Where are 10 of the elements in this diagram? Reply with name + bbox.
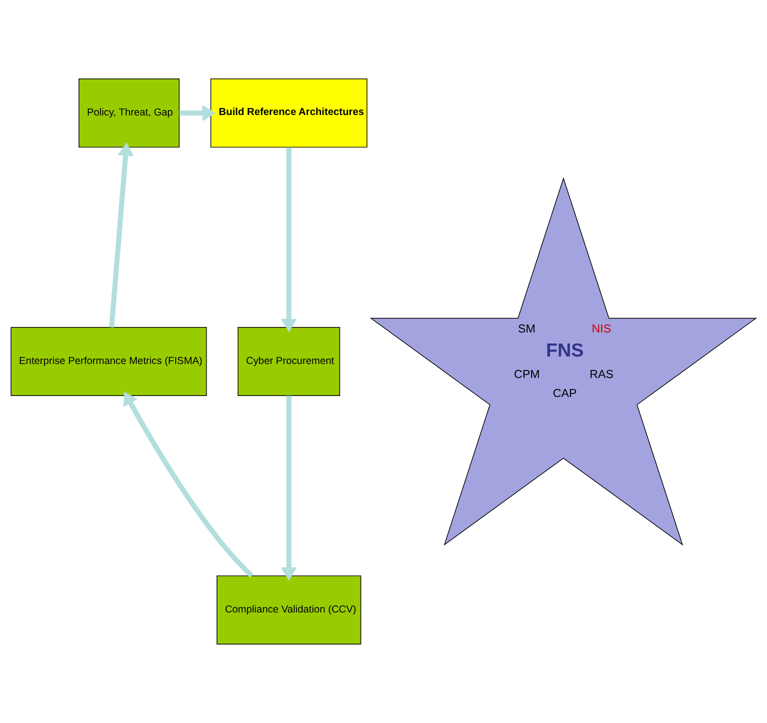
- node-box: Enterprise Performance Metrics (FISMA): [10, 327, 207, 396]
- arrow: [280, 147, 297, 332]
- arrow: [179, 104, 216, 122]
- node-box: Build Reference Architectures: [210, 78, 368, 148]
- node-box: Compliance Validation (CCV): [216, 575, 362, 644]
- arrow: [280, 396, 297, 581]
- node-box: Policy, Threat, Gap: [78, 78, 180, 148]
- arrow: [108, 142, 134, 328]
- node-box: Cyber Procurement: [238, 327, 340, 396]
- arrow: [123, 391, 254, 578]
